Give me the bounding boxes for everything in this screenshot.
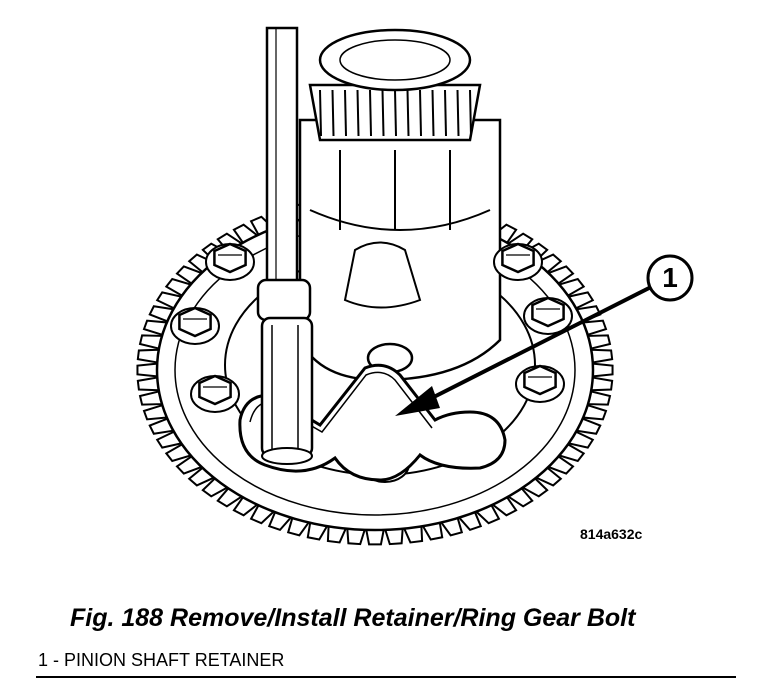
gear-tooth (136, 348, 160, 364)
bearing-roller (356, 89, 360, 137)
ring-gear-bolt (205, 242, 255, 281)
gear-tooth (590, 348, 614, 364)
bearing-roller (456, 89, 460, 137)
ring-gear-bolt (515, 364, 565, 403)
bearing-roller (319, 89, 322, 137)
bottom-rule (36, 676, 736, 678)
bearing-roller (431, 89, 435, 137)
bearing-roller (419, 89, 422, 137)
gear-tooth (346, 527, 367, 546)
callout-circle (646, 254, 694, 302)
figure-caption: Fig. 188 Remove/Install Retainer/Ring Ge… (70, 604, 636, 632)
extension-bar (265, 26, 299, 285)
ring-gear-bolt (523, 296, 573, 335)
bearing-cone-top (318, 28, 472, 92)
gear-tooth (590, 376, 614, 392)
bearing-roller (406, 89, 410, 137)
ring-gear-bolt (170, 306, 220, 345)
bearing-roller (331, 89, 335, 137)
bearing-roller (394, 89, 397, 137)
image-code: 814a632c (580, 526, 643, 542)
gear-tooth (136, 376, 160, 392)
differential-illustration (136, 26, 694, 546)
bearing-roller (469, 89, 472, 137)
gear-tooth (383, 527, 404, 546)
ring-gear-bolt (493, 242, 543, 281)
legend-item: 1 - PINION SHAFT RETAINER (38, 650, 285, 670)
socket-upper (256, 278, 312, 322)
gear-tooth (136, 362, 159, 378)
gear-tooth (365, 528, 385, 546)
bearing-roller (444, 89, 447, 137)
bearing-roller (369, 89, 372, 137)
socket-lower (260, 316, 314, 458)
gear-tooth (591, 362, 614, 378)
bearing-rollers (319, 89, 472, 137)
retainer-edge (249, 371, 433, 433)
bearing-roller (381, 89, 385, 137)
callout-number: 1 (662, 262, 678, 293)
ring-gear-bolt (190, 374, 240, 413)
callout-leader-line (417, 283, 656, 407)
bearing-cone-inner (339, 39, 451, 81)
callout-arrowhead (395, 386, 440, 416)
housing-contour (309, 209, 491, 231)
socket-tip (261, 447, 313, 465)
housing-window (343, 241, 422, 309)
bearing-roller (344, 89, 347, 137)
